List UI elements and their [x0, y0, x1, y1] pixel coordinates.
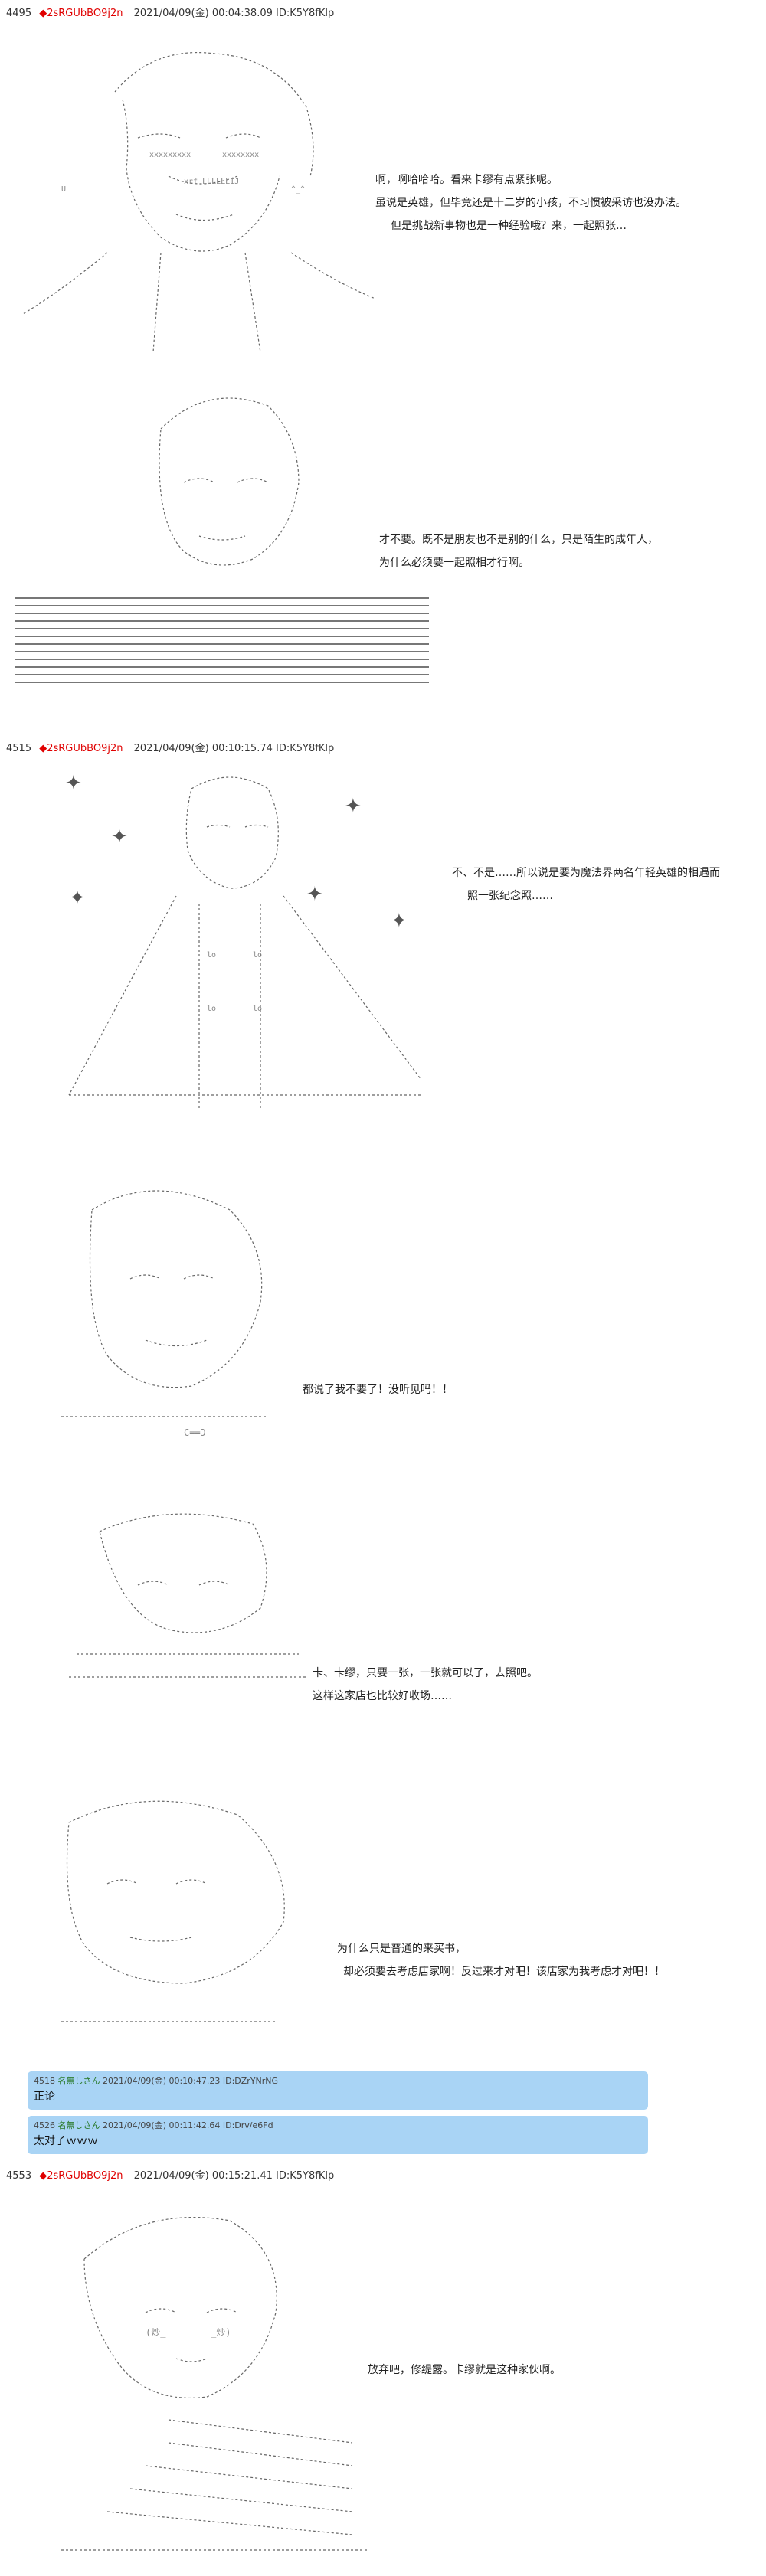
ascii-art-figure: xxxxxxxxx xxxxxxxx xrf LLLLLLIJ U ^_^	[15, 23, 375, 352]
post-header: 4495 ◆2sRGUbBO9j2n 2021/04/09(金) 00:04:3…	[6, 5, 334, 19]
dialog-line: 放弃吧，修缇露。卡缪就是这种家伙啊。	[368, 2364, 561, 2376]
reply-header: 4518 名無しさん 2021/04/09(金) 00:10:47.23 ID:…	[34, 2074, 642, 2087]
svg-text:lo: lo	[207, 951, 216, 959]
sparkle-icon: ✦	[111, 825, 128, 848]
reply-post: 4518 名無しさん 2021/04/09(金) 00:10:47.23 ID:…	[28, 2071, 648, 2110]
reply-header: 4526 名無しさん 2021/04/09(金) 00:11:42.64 ID:…	[34, 2119, 642, 2131]
sparkle-icon: ✦	[391, 910, 408, 933]
sparkle-icon: ✦	[306, 883, 323, 906]
dialog-line: 照一张纪念照……	[467, 890, 553, 902]
reply-body: 太对了ｗｗｗ	[34, 2135, 98, 2147]
svg-text:lo: lo	[253, 1005, 262, 1013]
svg-text:^_^: ^_^	[291, 185, 305, 194]
post-header: 4515 ◆2sRGUbBO9j2n 2021/04/09(金) 00:10:1…	[6, 740, 334, 754]
dialog-block: 为什么只是普通的来买书， 却必须要去考虑店家啊！反过来才对吧！该店家为我考虑才对…	[337, 1937, 665, 1983]
ascii-art-figure: C==Ɔ	[15, 1164, 291, 1486]
dialog-line: 不、不是……所以说是要为魔法界两名年轻英雄的相遇而	[452, 867, 720, 879]
dialog-block: 都说了我不要了！没听见吗！！	[303, 1378, 453, 1401]
post-number[interactable]: 4553	[6, 2170, 32, 2182]
post-number[interactable]: 4515	[6, 743, 32, 754]
post-meta: 2021/04/09(金) 00:10:15.74 ID:K5Y8fKlp	[133, 743, 335, 754]
svg-text:xxxxxxxx: xxxxxxxx	[222, 151, 259, 159]
dialog-block: 卡、卡缪，只要一张，一张就可以了，去照吧。 这样这家店也比较好收场……	[313, 1662, 538, 1708]
ascii-art-figure	[15, 1777, 306, 2068]
dialog-line: 都说了我不要了！没听见吗！！	[303, 1384, 453, 1396]
dialog-line: 却必须要去考虑店家啊！反过来才对吧！该店家为我考虑才对吧！！	[343, 1966, 665, 1978]
reply-post: 4526 名無しさん 2021/04/09(金) 00:11:42.64 ID:…	[28, 2116, 648, 2154]
dialog-line: 才不要。既不是朋友也不是别的什么，只是陌生的成年人，	[379, 534, 658, 546]
dialog-block: 放弃吧，修缇露。卡缪就是这种家伙啊。	[368, 2359, 561, 2381]
svg-text:lo: lo	[207, 1005, 216, 1013]
reply-author: 名無しさん	[57, 2120, 100, 2130]
ascii-art-figure: (炒_ _炒)	[31, 2190, 383, 2565]
ascii-art-figure: lo lo lo lo	[23, 758, 460, 1118]
dialog-line: 卡、卡缪，只要一张，一张就可以了，去照吧。	[313, 1667, 538, 1679]
dialog-line: 这样这家店也比较好收场……	[313, 1690, 452, 1702]
dialog-block: 啊，啊哈哈哈。看来卡缪有点紧张呢。 虽说是英雄，但毕竟还是十二岁的小孩，不习惯被…	[375, 168, 686, 237]
dialog-line: 为什么必须要一起照相才行啊。	[379, 557, 529, 569]
reply-author: 名無しさん	[57, 2076, 100, 2086]
post-meta: 2021/04/09(金) 00:04:38.09 ID:K5Y8fKlp	[133, 8, 335, 19]
post-number[interactable]: 4495	[6, 8, 32, 19]
sparkle-icon: ✦	[69, 887, 86, 910]
reply-meta: 2021/04/09(金) 00:11:42.64 ID:Drv/e6Fd	[103, 2120, 273, 2130]
trip-code: ◆2sRGUbBO9j2n	[39, 8, 123, 19]
dialog-line: 为什么只是普通的来买书，	[337, 1943, 466, 1955]
ascii-art-figure	[54, 1501, 314, 1700]
svg-text:C==Ɔ: C==Ɔ	[184, 1427, 206, 1438]
svg-text:xxxxxxxxx: xxxxxxxxx	[149, 151, 191, 159]
dialog-block: 不、不是……所以说是要为魔法界两名年轻英雄的相遇而 照一张纪念照……	[452, 861, 720, 907]
reply-meta: 2021/04/09(金) 00:10:47.23 ID:DZrYNrNG	[103, 2076, 279, 2086]
reply-body: 正论	[34, 2091, 55, 2103]
svg-text:(炒_: (炒_	[146, 2327, 166, 2338]
svg-text:_炒): _炒)	[211, 2327, 231, 2338]
dialog-line: 啊，啊哈哈哈。看来卡缪有点紧张呢。	[375, 174, 558, 186]
sparkle-icon: ✦	[65, 772, 82, 795]
trip-code: ◆2sRGUbBO9j2n	[39, 743, 123, 754]
svg-text:U: U	[61, 185, 66, 194]
ascii-art-figure	[8, 368, 437, 697]
dialog-block: 才不要。既不是朋友也不是别的什么，只是陌生的成年人， 为什么必须要一起照相才行啊…	[379, 528, 658, 574]
dialog-line: 但是挑战新事物也是一种经验哦？来，一起照张…	[391, 220, 627, 232]
svg-text:xrf LLLLLLIJ: xrf LLLLLLIJ	[184, 178, 239, 186]
trip-code: ◆2sRGUbBO9j2n	[39, 2170, 123, 2182]
svg-text:lo: lo	[253, 951, 262, 959]
post-meta: 2021/04/09(金) 00:15:21.41 ID:K5Y8fKlp	[133, 2170, 335, 2182]
reply-number[interactable]: 4526	[34, 2120, 55, 2130]
dialog-line: 虽说是英雄，但毕竟还是十二岁的小孩，不习惯被采访也没办法。	[375, 197, 686, 209]
post-header: 4553 ◆2sRGUbBO9j2n 2021/04/09(金) 00:15:2…	[6, 2167, 334, 2182]
sparkle-icon: ✦	[345, 795, 362, 818]
reply-number[interactable]: 4518	[34, 2076, 55, 2086]
